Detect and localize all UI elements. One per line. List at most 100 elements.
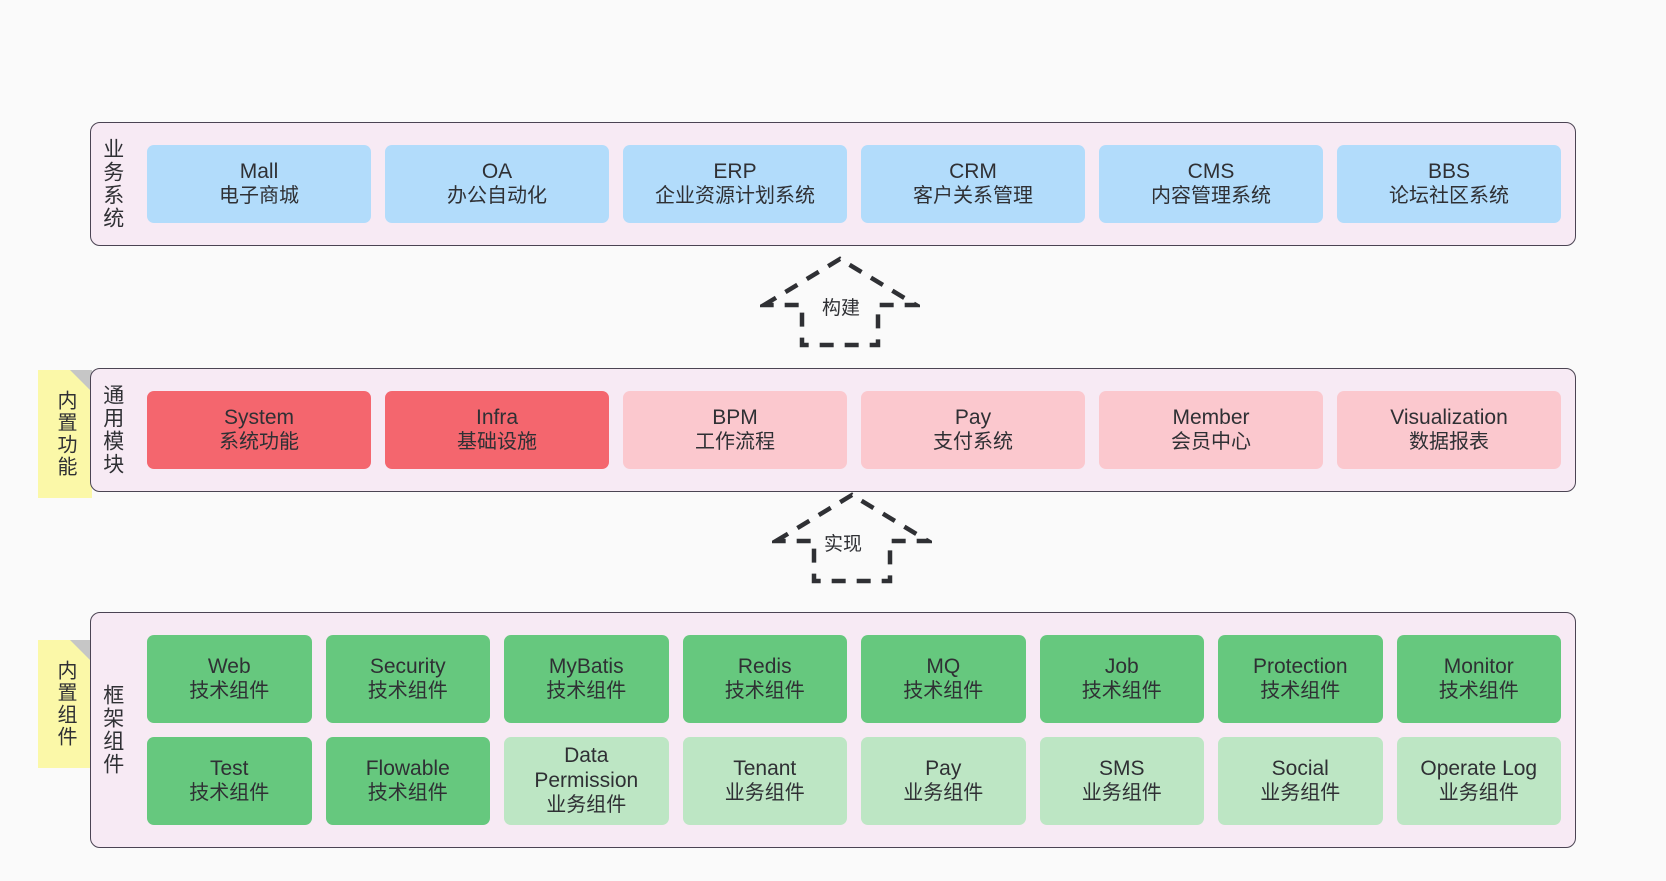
card-oa-desc: 办公自动化 [447, 184, 547, 207]
card-data-permission-desc: 业务组件 [546, 793, 627, 816]
common-card-row: System 系统功能 Infra 基础设施 BPM 工作流程 Pay 支付系统… [147, 391, 1561, 469]
card-mq-desc: 技术组件 [903, 679, 984, 702]
card-bpm-desc: 工作流程 [695, 430, 775, 453]
card-social-desc: 业务组件 [1260, 781, 1341, 804]
card-flowable[interactable]: Flowable 技术组件 [325, 737, 490, 825]
card-infra-name: Infra [475, 405, 519, 429]
card-sms[interactable]: SMS 业务组件 [1039, 737, 1204, 825]
framework-tech-row: Web 技术组件 Security 技术组件 MyBatis 技术组件 Redi… [147, 635, 1561, 723]
arrow-implement: 实现 [772, 489, 932, 584]
card-mybatis-desc: 技术组件 [546, 679, 627, 702]
card-operate-log-name: Operate Log [1420, 756, 1538, 780]
card-web-desc: 技术组件 [189, 679, 270, 702]
card-system-name: System [223, 405, 294, 429]
card-oa-name: OA [481, 159, 513, 183]
card-tenant[interactable]: Tenant 业务组件 [682, 737, 847, 825]
framework-business-row: Test 技术组件 Flowable 技术组件 Data Permission … [147, 737, 1561, 825]
card-bbs-name: BBS [1427, 159, 1471, 183]
card-protection[interactable]: Protection 技术组件 [1218, 635, 1383, 723]
sticky-note-builtin-components: 内置组件 [38, 640, 92, 768]
arrow-build-label: 构建 [822, 298, 861, 319]
card-redis-name: Redis [737, 654, 792, 678]
card-operate-log[interactable]: Operate Log 业务组件 [1396, 737, 1561, 825]
card-cms-name: CMS [1187, 159, 1235, 183]
sticky-note-builtin-features: 内置功能 [38, 370, 92, 498]
card-web[interactable]: Web 技术组件 [147, 635, 312, 723]
card-pay-module-name: Pay [954, 405, 992, 429]
card-security[interactable]: Security 技术组件 [325, 635, 490, 723]
card-erp-name: ERP [713, 159, 757, 183]
card-bbs[interactable]: BBS 论坛社区系统 [1337, 145, 1561, 223]
card-pay-component-desc: 业务组件 [903, 781, 984, 804]
card-redis-desc: 技术组件 [724, 679, 805, 702]
arrow-build: 构建 [760, 253, 920, 348]
card-cms[interactable]: CMS 内容管理系统 [1099, 145, 1323, 223]
card-visualization[interactable]: Visualization 数据报表 [1337, 391, 1561, 469]
layer-framework-body: Web 技术组件 Security 技术组件 MyBatis 技术组件 Redi… [133, 613, 1575, 847]
layer-common-modules: 通用模块 System 系统功能 Infra 基础设施 BPM 工作流程 Pay… [90, 368, 1576, 492]
card-test-name: Test [209, 756, 249, 780]
card-mall-name: Mall [239, 159, 279, 183]
card-system[interactable]: System 系统功能 [147, 391, 371, 469]
card-web-name: Web [207, 654, 251, 678]
card-infra[interactable]: Infra 基础设施 [385, 391, 609, 469]
card-redis[interactable]: Redis 技术组件 [682, 635, 847, 723]
arrow-implement-icon [772, 492, 932, 584]
layer-common-title: 通用模块 [100, 384, 124, 476]
card-pay-module-desc: 支付系统 [933, 430, 1013, 453]
card-tenant-name: Tenant [733, 756, 797, 780]
card-tenant-desc: 业务组件 [724, 781, 805, 804]
card-sms-desc: 业务组件 [1081, 781, 1162, 804]
card-pay-module[interactable]: Pay 支付系统 [861, 391, 1085, 469]
card-erp-desc: 企业资源计划系统 [655, 184, 815, 207]
layer-business-systems: 业务系统 Mall 电子商城 OA 办公自动化 ERP 企业资源计划系统 CRM… [90, 122, 1576, 246]
card-cms-desc: 内容管理系统 [1151, 184, 1271, 207]
card-bpm[interactable]: BPM 工作流程 [623, 391, 847, 469]
card-visualization-desc: 数据报表 [1409, 430, 1489, 453]
card-mq-name: MQ [926, 654, 961, 678]
card-sms-name: SMS [1098, 756, 1145, 780]
card-test[interactable]: Test 技术组件 [147, 737, 312, 825]
card-pay-component-name: Pay [925, 756, 962, 780]
card-mybatis-name: MyBatis [548, 654, 624, 678]
card-flowable-desc: 技术组件 [367, 781, 448, 804]
card-mall-desc: 电子商城 [219, 184, 299, 207]
card-crm-desc: 客户关系管理 [913, 184, 1033, 207]
card-protection-desc: 技术组件 [1260, 679, 1341, 702]
card-mybatis[interactable]: MyBatis 技术组件 [504, 635, 669, 723]
card-test-desc: 技术组件 [189, 781, 270, 804]
card-social[interactable]: Social 业务组件 [1218, 737, 1383, 825]
card-erp[interactable]: ERP 企业资源计划系统 [623, 145, 847, 223]
layer-framework-title: 框架组件 [100, 684, 124, 776]
card-visualization-name: Visualization [1390, 405, 1508, 429]
card-monitor-name: Monitor [1443, 654, 1514, 678]
card-protection-name: Protection [1252, 654, 1348, 678]
card-job[interactable]: Job 技术组件 [1039, 635, 1204, 723]
card-flowable-name: Flowable [365, 756, 450, 780]
card-job-name: Job [1104, 654, 1139, 678]
card-member-desc: 会员中心 [1171, 430, 1251, 453]
card-infra-desc: 基础设施 [457, 430, 537, 453]
card-system-desc: 系统功能 [219, 430, 299, 453]
card-member-name: Member [1172, 405, 1250, 429]
card-monitor-desc: 技术组件 [1438, 679, 1519, 702]
card-job-desc: 技术组件 [1081, 679, 1162, 702]
card-member[interactable]: Member 会员中心 [1099, 391, 1323, 469]
card-crm[interactable]: CRM 客户关系管理 [861, 145, 1085, 223]
card-pay-component[interactable]: Pay 业务组件 [861, 737, 1026, 825]
card-data-permission-name: Data Permission [534, 744, 639, 793]
business-card-row: Mall 电子商城 OA 办公自动化 ERP 企业资源计划系统 CRM 客户关系… [147, 145, 1561, 223]
arrow-build-icon [760, 256, 920, 348]
layer-common-body: System 系统功能 Infra 基础设施 BPM 工作流程 Pay 支付系统… [133, 369, 1575, 491]
layer-business-title: 业务系统 [100, 138, 124, 230]
card-data-permission[interactable]: Data Permission 业务组件 [504, 737, 669, 825]
card-social-name: Social [1271, 756, 1329, 780]
card-oa[interactable]: OA 办公自动化 [385, 145, 609, 223]
card-monitor[interactable]: Monitor 技术组件 [1396, 635, 1561, 723]
card-mq[interactable]: MQ 技术组件 [861, 635, 1026, 723]
card-mall[interactable]: Mall 电子商城 [147, 145, 371, 223]
layer-framework-components: 框架组件 Web 技术组件 Security 技术组件 MyBatis 技术组件… [90, 612, 1576, 848]
card-operate-log-desc: 业务组件 [1438, 781, 1519, 804]
card-security-desc: 技术组件 [367, 679, 448, 702]
